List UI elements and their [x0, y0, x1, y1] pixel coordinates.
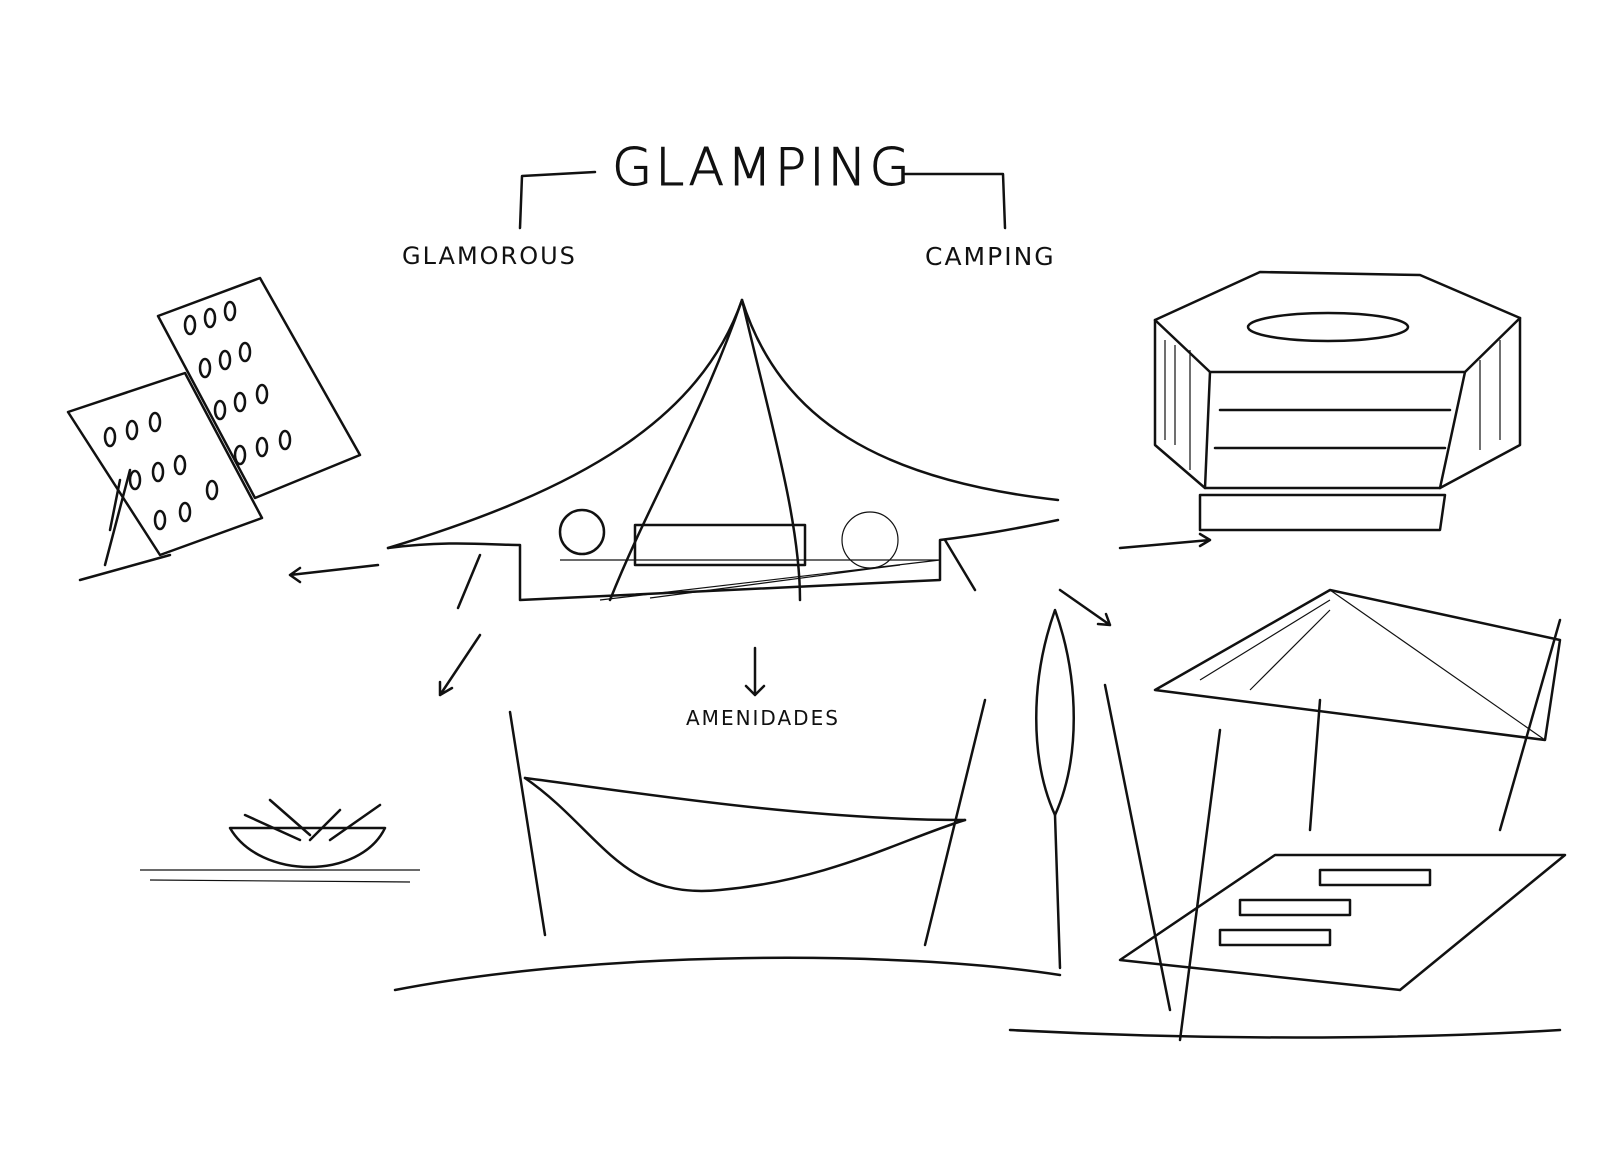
hot-tub-sketch — [1153, 270, 1522, 532]
shade-sail-sketch — [1008, 588, 1567, 1042]
amenities-label: AMENIDADES — [686, 706, 840, 730]
grass-plant-sketch — [1035, 608, 1075, 970]
fire-pit-sketch — [140, 798, 420, 883]
branch-label-camping: CAMPING — [925, 242, 1056, 271]
hammock-sketch — [393, 698, 1062, 992]
diagram-title: GLAMPING — [612, 138, 913, 199]
title-bracket — [518, 170, 1007, 230]
tent-sketch — [386, 298, 1060, 610]
solar-panel-sketch — [66, 276, 362, 582]
branch-label-glamorous: GLAMOROUS — [402, 242, 577, 270]
arrows — [288, 532, 1212, 697]
